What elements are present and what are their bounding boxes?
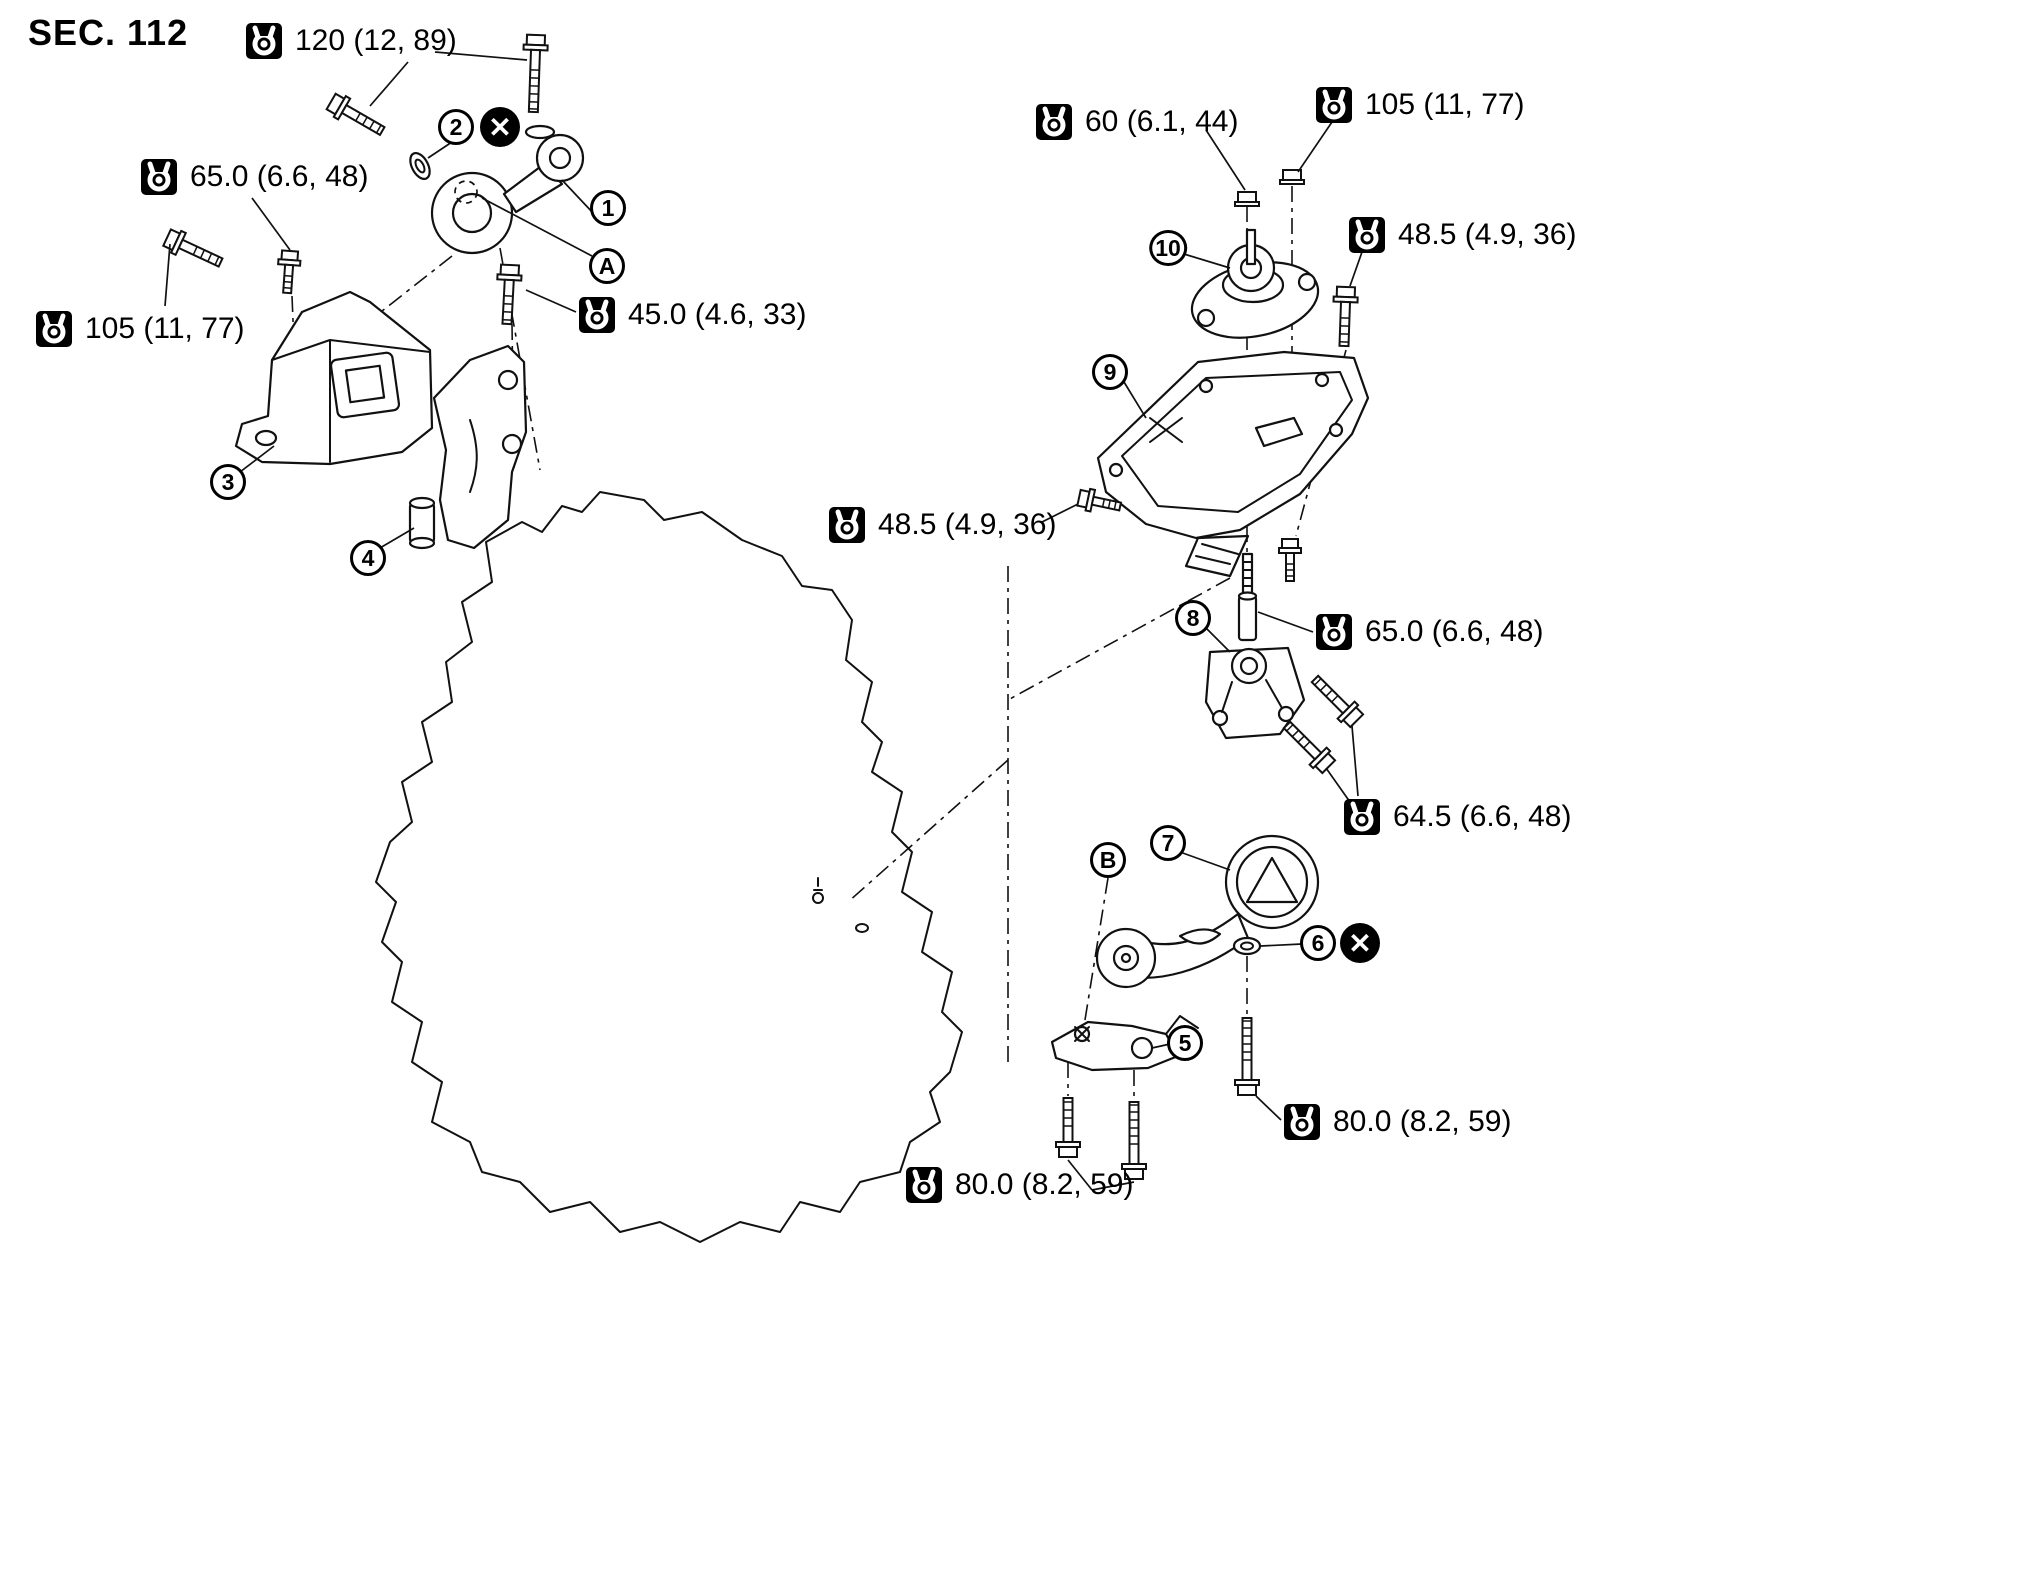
part-mount-bracket xyxy=(408,344,528,550)
wrench-icon xyxy=(1343,798,1381,836)
torque-callout-120: 120 (12, 89) xyxy=(245,22,457,60)
do-not-reuse-icon: ✕ xyxy=(480,107,520,147)
nut-60 xyxy=(1234,191,1260,207)
torque-value: 48.5 (4.9, 36) xyxy=(878,508,1057,541)
part-left-engine-mount xyxy=(234,290,434,466)
section-title: SEC. 112 xyxy=(28,12,189,53)
bolt-64-lower xyxy=(1277,715,1339,777)
part-ref-5: 5 xyxy=(1167,1025,1203,1061)
bolt-65-left xyxy=(275,249,303,295)
torque-value: 80.0 (8.2, 59) xyxy=(955,1168,1134,1201)
part-ref-8: 8 xyxy=(1175,600,1211,636)
part-rear-mounting-plate xyxy=(1096,350,1370,578)
bolt-45 xyxy=(493,263,524,326)
torque-callout-48-right: 48.5 (4.9, 36) xyxy=(1348,216,1576,254)
wrench-icon xyxy=(245,22,283,60)
part-ref-6: 6 xyxy=(1300,925,1336,961)
torque-callout-80-bottom: 80.0 (8.2, 59) xyxy=(905,1166,1133,1204)
torque-value: 80.0 (8.2, 59) xyxy=(1333,1105,1512,1138)
torque-callout-64: 64.5 (6.6, 48) xyxy=(1343,798,1571,836)
part-ref-1: 1 xyxy=(590,190,626,226)
wrench-icon xyxy=(1315,86,1353,124)
torque-value: 64.5 (6.6, 48) xyxy=(1393,800,1572,833)
torque-value: 65.0 (6.6, 48) xyxy=(1365,615,1544,648)
wrench-icon xyxy=(140,158,178,196)
engine-outline xyxy=(375,491,963,1243)
part-ref-9: 9 xyxy=(1092,354,1128,390)
torque-callout-105-right: 105 (11, 77) xyxy=(1315,86,1525,124)
torque-value: 105 (11, 77) xyxy=(85,312,245,345)
bolt-48-right xyxy=(1330,285,1360,348)
part-ref-4: 4 xyxy=(350,540,386,576)
torque-value: 105 (11, 77) xyxy=(1365,88,1525,121)
wrench-icon xyxy=(1348,216,1386,254)
bolt-120-diagonal xyxy=(324,90,390,143)
part-upper-rear-insulator xyxy=(1190,228,1320,339)
part-ref-2: 2 xyxy=(438,109,474,145)
torque-value: 48.5 (4.9, 36) xyxy=(1398,218,1577,251)
torque-callout-48-left: 48.5 (4.9, 36) xyxy=(828,506,1056,544)
nut-105-right xyxy=(1279,169,1305,185)
bolt-120-vertical xyxy=(520,33,550,114)
torque-callout-80-right: 80.0 (8.2, 59) xyxy=(1283,1103,1511,1141)
bolt-64-upper xyxy=(1305,669,1367,731)
torque-callout-65-left: 65.0 (6.6, 48) xyxy=(140,158,368,196)
view-ref-b: B xyxy=(1090,842,1126,878)
do-not-reuse-icon: ✕ xyxy=(1340,923,1380,963)
wrench-icon xyxy=(828,506,866,544)
bolt-80-right xyxy=(1234,1017,1260,1096)
washer-part-2 xyxy=(409,151,431,181)
torque-value: 120 (12, 89) xyxy=(295,24,457,57)
part-ref-3: 3 xyxy=(210,464,246,500)
part-lower-rear-mount xyxy=(1204,552,1306,740)
torque-value: 65.0 (6.6, 48) xyxy=(190,160,369,193)
part-ref-10: 10 xyxy=(1149,230,1187,266)
part-ref-7: 7 xyxy=(1150,825,1186,861)
torque-value: 45.0 (4.6, 33) xyxy=(628,298,807,331)
part-lower-torque-rod xyxy=(1095,834,1320,989)
washer-part-6 xyxy=(1232,936,1262,956)
wrench-icon xyxy=(1315,613,1353,651)
wrench-icon xyxy=(35,310,73,348)
torque-callout-65-right: 65.0 (6.6, 48) xyxy=(1315,613,1543,651)
torque-callout-60: 60 (6.1, 44) xyxy=(1035,103,1238,141)
leader-lines xyxy=(164,51,1363,1191)
wrench-icon xyxy=(578,296,616,334)
bolt-105-left xyxy=(161,225,227,275)
bolt-below-plate xyxy=(1278,538,1302,582)
torque-callout-45: 45.0 (4.6, 33) xyxy=(578,296,806,334)
wrench-icon xyxy=(905,1166,943,1204)
torque-value: 60 (6.1, 44) xyxy=(1085,105,1239,138)
view-ref-a: A xyxy=(589,248,625,284)
bolt-80-bottom-left xyxy=(1055,1097,1081,1158)
wrench-icon xyxy=(1283,1103,1321,1141)
torque-callout-105-left: 105 (11, 77) xyxy=(35,310,245,348)
wrench-icon xyxy=(1035,103,1073,141)
